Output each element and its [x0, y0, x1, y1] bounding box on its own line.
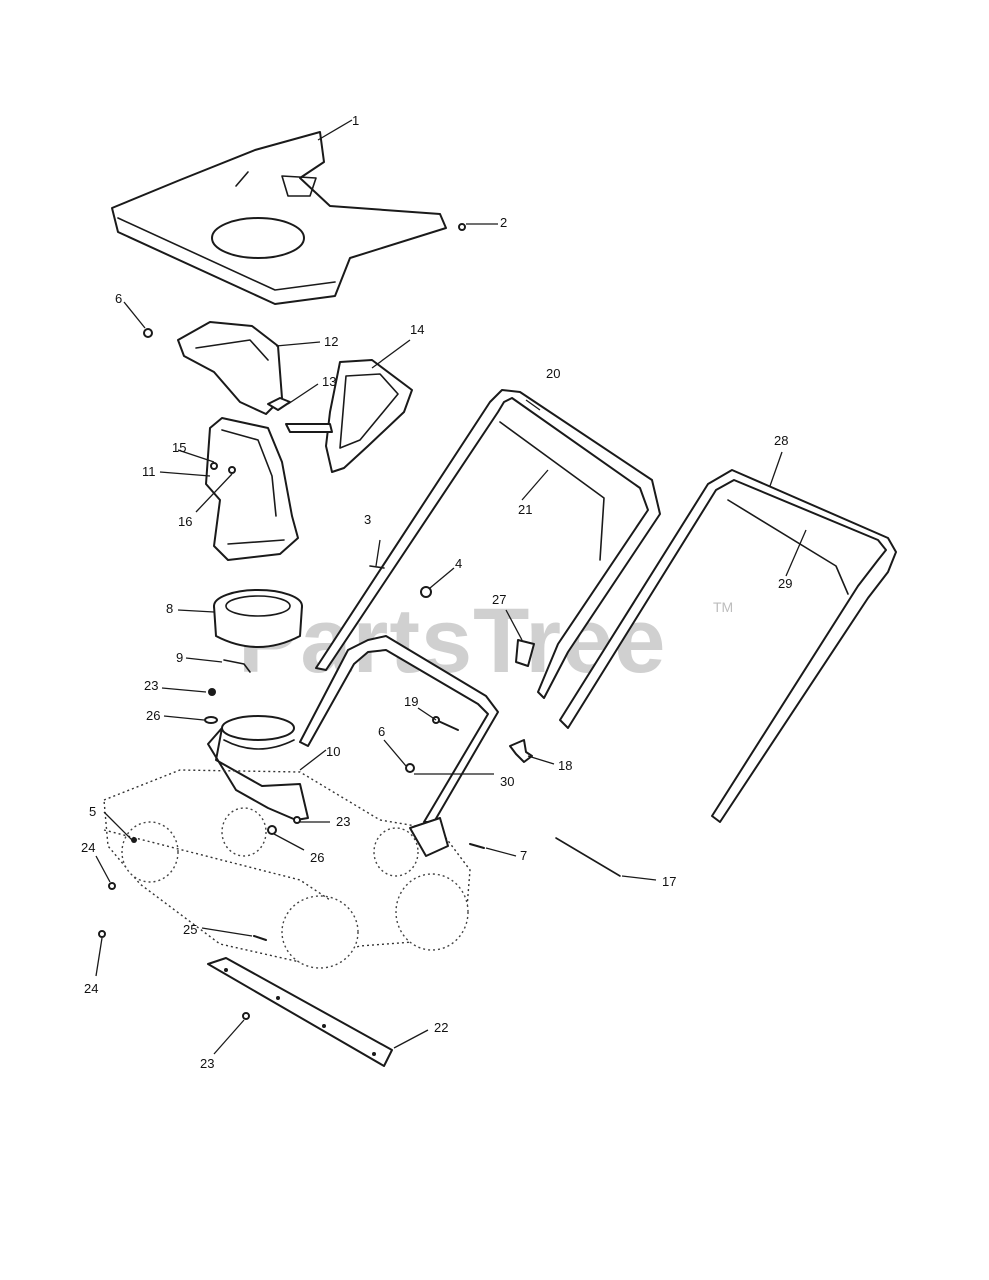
part-rod[interactable]	[555, 837, 621, 877]
part-nut-23-upper[interactable]	[208, 688, 216, 696]
callout-25: 25	[183, 922, 197, 937]
part-chute-ring[interactable]	[213, 589, 303, 648]
callout-12: 12	[324, 334, 338, 349]
part-bolt-5[interactable]	[131, 837, 137, 843]
callout-29: 29	[778, 576, 792, 591]
part-bolt-7[interactable]	[469, 843, 485, 849]
part-chute-base[interactable]	[207, 715, 309, 821]
callout-3: 3	[364, 512, 371, 527]
callout-8: 8	[166, 601, 173, 616]
callout-9: 9	[176, 650, 183, 665]
callout-23-lower: 23	[200, 1056, 214, 1071]
part-shroud-cover[interactable]	[111, 131, 447, 305]
callout-16: 16	[178, 514, 192, 529]
callout-24-upper: 24	[81, 840, 95, 855]
callout-23-mid: 23	[336, 814, 350, 829]
callout-18: 18	[558, 758, 572, 773]
callout-6-lower: 6	[378, 724, 385, 739]
part-bolt-19[interactable]	[432, 716, 459, 731]
part-auger-housing	[103, 769, 471, 969]
part-nut-23-lower[interactable]	[242, 1012, 250, 1020]
callout-23-upper: 23	[144, 678, 158, 693]
callout-26-lower: 26	[310, 850, 324, 865]
callout-6-upper: 6	[115, 291, 122, 306]
part-washer-26-upper[interactable]	[204, 716, 218, 724]
callout-15: 15	[172, 440, 186, 455]
part-pin-3[interactable]	[369, 565, 385, 569]
leader-lines	[95, 119, 807, 1055]
callout-10: 10	[326, 744, 340, 759]
part-bolt-24-upper[interactable]	[108, 882, 116, 890]
part-bolt-24-lower[interactable]	[98, 930, 106, 938]
part-nut-23-mid[interactable]	[293, 816, 301, 824]
callout-1: 1	[352, 113, 359, 128]
callout-26-upper: 26	[146, 708, 160, 723]
part-nut-upper[interactable]	[143, 328, 153, 338]
part-screw[interactable]	[458, 223, 466, 231]
callout-14: 14	[410, 322, 424, 337]
callout-13: 13	[322, 374, 336, 389]
callout-7: 7	[520, 848, 527, 863]
callout-5: 5	[89, 804, 96, 819]
callout-11: 11	[142, 464, 156, 479]
part-nut-lower[interactable]	[405, 763, 415, 773]
callout-30: 30	[500, 774, 514, 789]
part-chute-handle[interactable]	[285, 359, 413, 473]
part-knob-4[interactable]	[420, 586, 432, 598]
part-knob[interactable]	[509, 739, 533, 763]
callout-labels: 1 2 6 12 13 14 15 11 16 8 9 23 26 10 5 2…	[81, 113, 792, 1071]
callout-17: 17	[662, 874, 676, 889]
callout-2: 2	[500, 215, 507, 230]
watermark-trademark: TM	[713, 599, 733, 615]
part-upper-handle[interactable]	[315, 389, 661, 699]
part-clip-27[interactable]	[515, 639, 535, 667]
callout-27: 27	[492, 592, 506, 607]
part-chute-deflector[interactable]	[177, 321, 283, 415]
part-chute[interactable]	[205, 417, 299, 561]
part-washer-26-lower[interactable]	[267, 825, 277, 835]
callout-20: 20	[546, 366, 560, 381]
part-bolt-25[interactable]	[253, 935, 267, 941]
callout-22: 22	[434, 1020, 448, 1035]
part-lower-handle[interactable]	[299, 635, 499, 857]
part-upper-handle-alt[interactable]	[559, 469, 897, 823]
part-clip[interactable]	[223, 659, 251, 673]
callout-28: 28	[774, 433, 788, 448]
part-shave-plate[interactable]	[207, 957, 393, 1067]
callout-24-lower: 24	[84, 981, 98, 996]
callout-4: 4	[455, 556, 462, 571]
callout-21: 21	[518, 502, 532, 517]
callout-19: 19	[404, 694, 418, 709]
